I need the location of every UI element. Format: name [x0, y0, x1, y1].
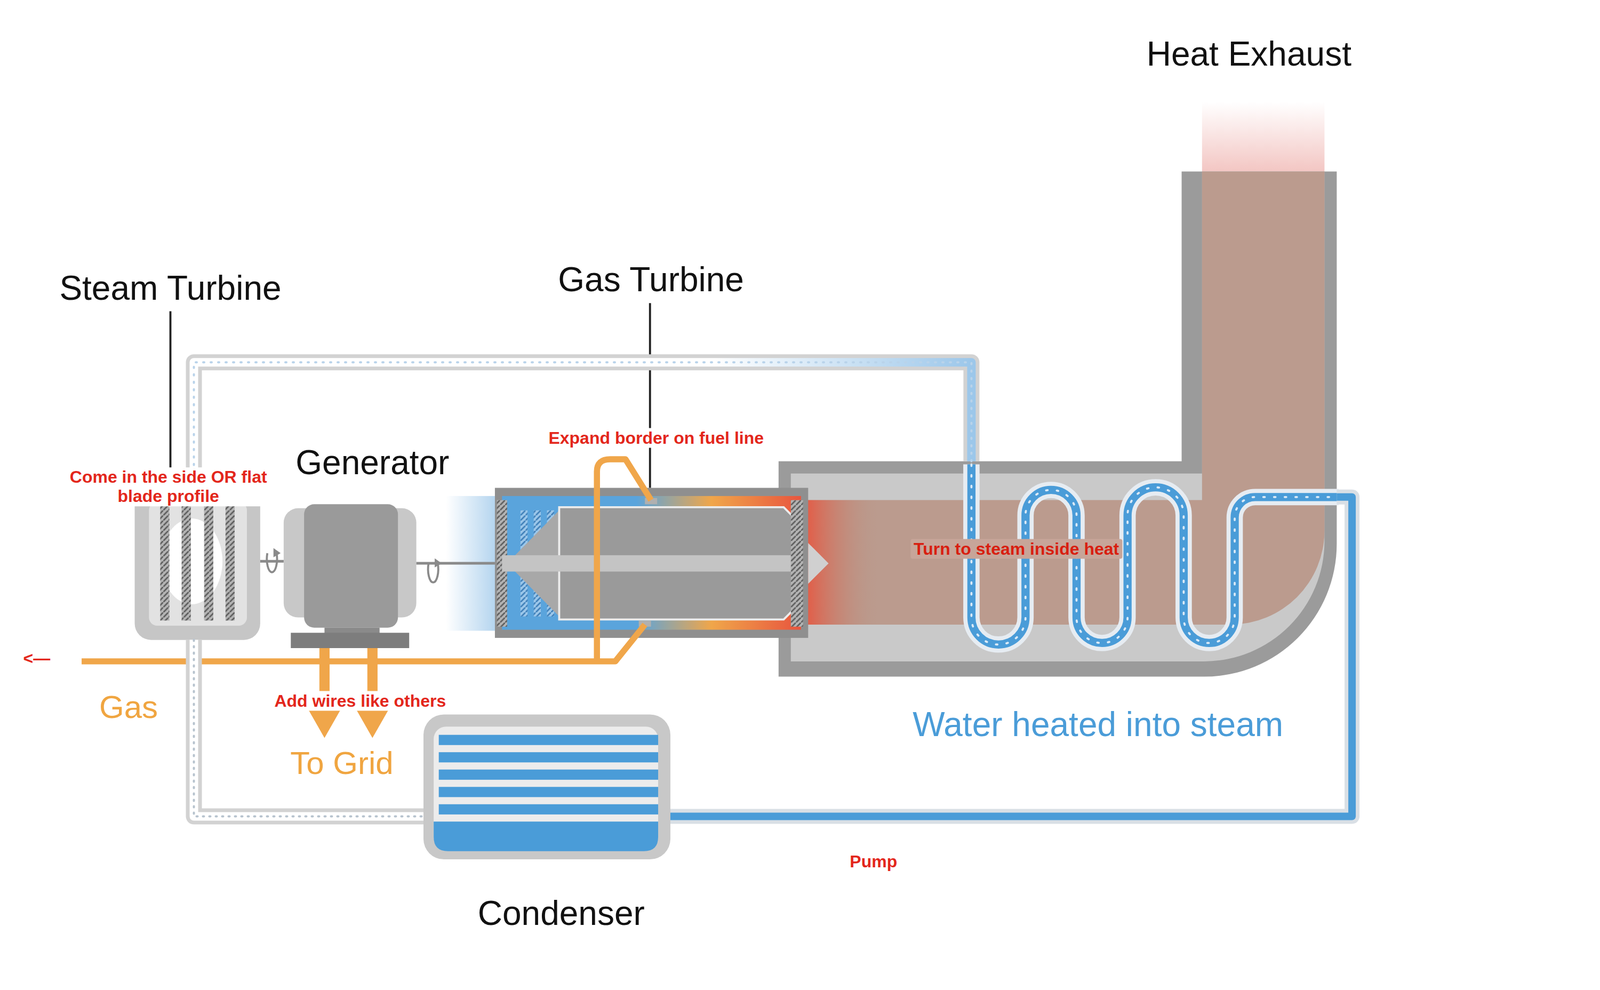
turbine-blades	[181, 505, 191, 621]
component-title: Gas Turbine	[557, 259, 744, 301]
cooling-tube	[438, 786, 659, 797]
component-title: Condenser	[477, 892, 645, 934]
steam-turbine-casing	[134, 488, 261, 640]
turbine-shaft	[501, 555, 798, 572]
exhaust-plume	[1202, 101, 1325, 172]
connector-stroke	[194, 640, 424, 817]
connector-stroke	[194, 640, 424, 817]
connector-stroke	[670, 497, 1352, 817]
shaft-connector	[260, 561, 284, 562]
generator-core	[304, 504, 398, 628]
gas-turbine: Gas Turbine	[494, 488, 808, 638]
annotation-arrow: <—	[20, 648, 54, 669]
condenser-casing	[423, 714, 671, 860]
exhaust-gas	[805, 171, 1325, 625]
component-title: Steam Turbine	[59, 267, 282, 309]
steam-turbine: Steam Turbine	[134, 488, 261, 640]
component-title: Generator	[295, 441, 450, 483]
condenser: Condenser	[423, 714, 671, 860]
duct-wall	[778, 171, 1338, 677]
cooling-tube	[438, 804, 659, 815]
fuel-line	[596, 459, 651, 662]
condensed-water	[433, 821, 659, 851]
flow-label: To Grid	[290, 744, 394, 783]
hot-exhaust	[805, 500, 878, 625]
annotation-note: Pump	[846, 851, 901, 871]
connector-stroke	[260, 560, 284, 563]
generator-base	[290, 632, 410, 648]
exhaust-cone	[808, 542, 829, 584]
turbine-blades	[160, 505, 170, 621]
turbine-blades	[225, 505, 235, 621]
turbine-blades	[204, 505, 214, 621]
flow-label: Water heated into steam	[912, 704, 1284, 746]
shaft-connector	[416, 563, 495, 564]
flow-label: Gas	[99, 688, 158, 727]
duct-interior	[790, 171, 1325, 661]
connector-stroke	[194, 362, 972, 488]
power-arrow	[356, 709, 389, 739]
annotation-note: Expand border on fuel line	[545, 427, 767, 448]
gas-turbine-flow	[501, 496, 802, 630]
annotation-note: Come in the side OR flat blade profile	[58, 467, 279, 507]
connector-stroke	[416, 562, 495, 565]
gas-turbine-casing	[494, 488, 808, 638]
component-title: Heat Exhaust	[1146, 33, 1352, 75]
cooling-tube	[438, 769, 659, 780]
annotation-note: Turn to steam inside heat	[910, 539, 1123, 559]
leader-line	[649, 302, 652, 488]
pipe-connector	[194, 640, 424, 817]
pipe-connector	[670, 497, 1352, 817]
turbine-blades	[790, 500, 804, 627]
connector-stroke	[194, 362, 972, 488]
steam-turbine-interior	[148, 501, 247, 626]
connector-stroke	[670, 497, 1352, 817]
pipe-connector	[194, 362, 972, 488]
cooling-tube	[438, 734, 659, 746]
connector-stroke	[194, 362, 972, 488]
annotation-note: Add wires like others	[270, 691, 450, 711]
cooling-tube	[438, 752, 659, 763]
generator: Generator	[283, 505, 417, 648]
leader-line	[169, 311, 172, 488]
connector-stroke	[194, 640, 424, 817]
rotation-symbol	[273, 547, 281, 557]
heat-recovery-stack: Heat Exhaust	[778, 171, 1338, 677]
power-arrow	[308, 709, 341, 739]
